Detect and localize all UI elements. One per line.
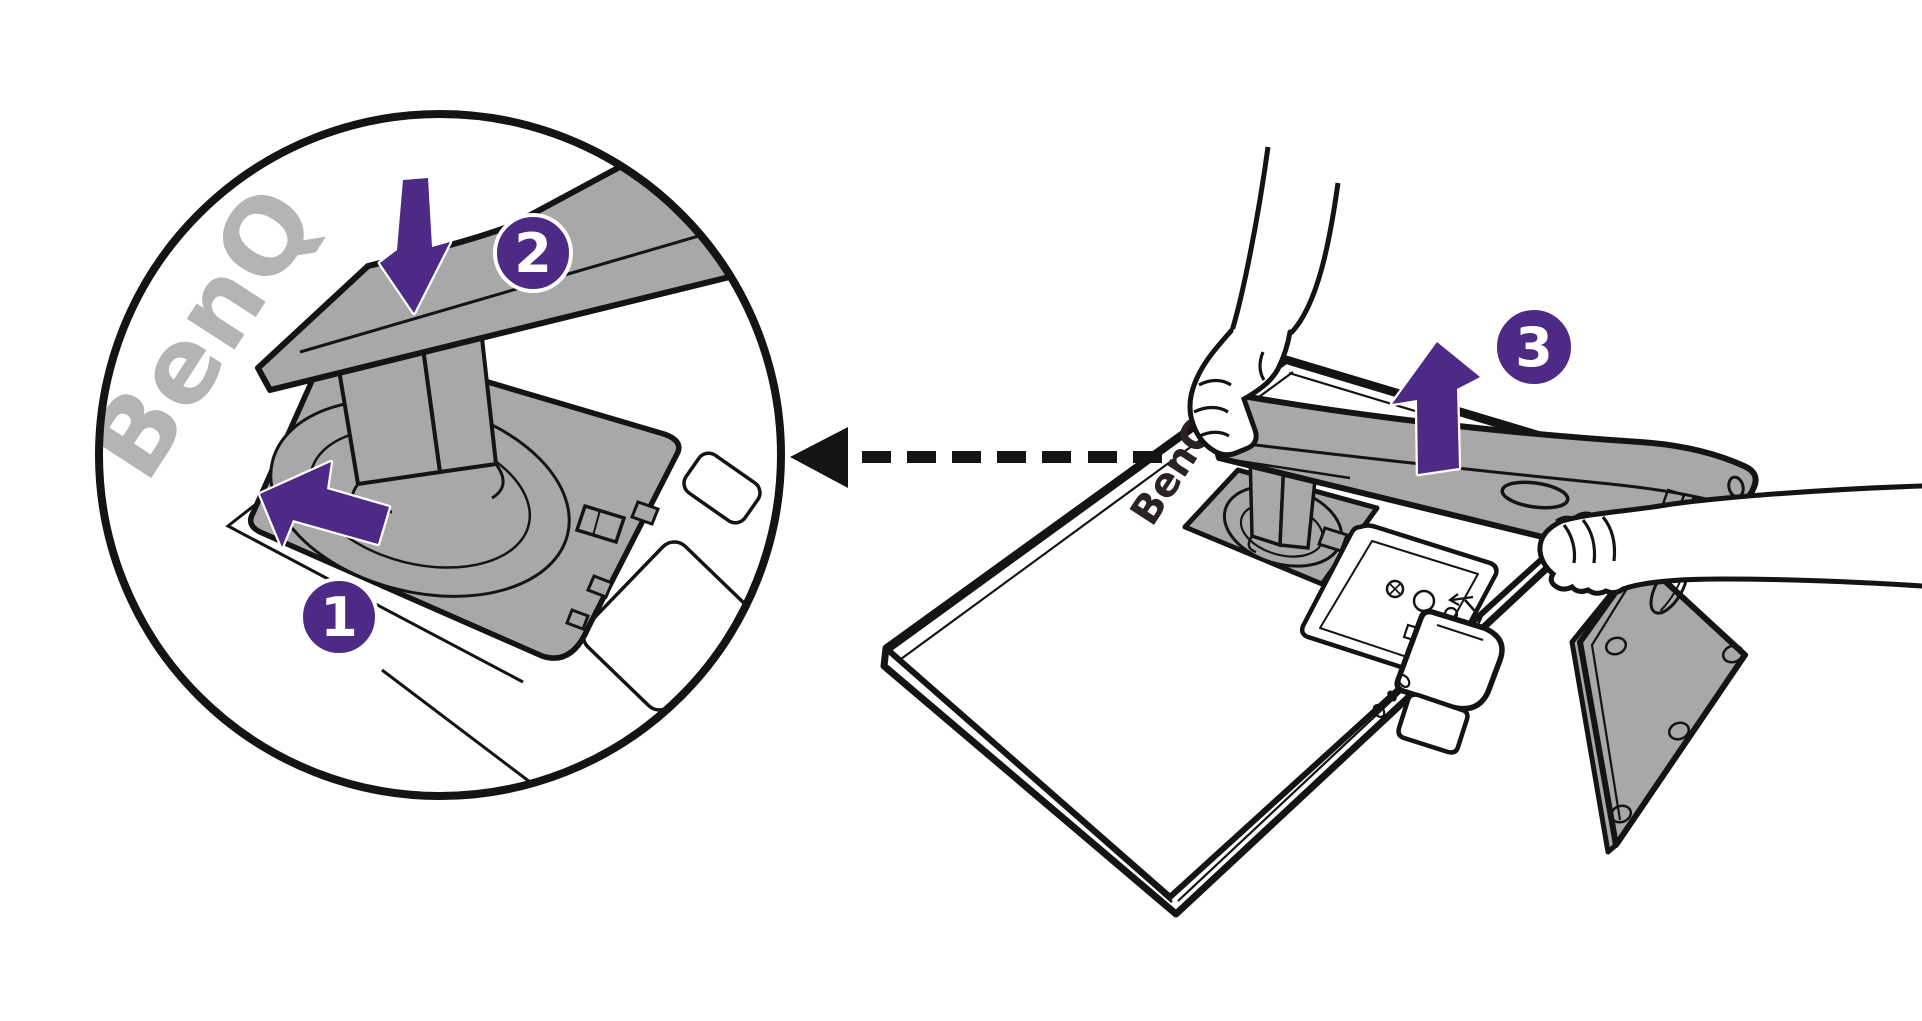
step-1-label: 1 (320, 586, 358, 649)
step-3-label: 3 (1515, 316, 1553, 379)
detail-circle-outline (95, 110, 785, 800)
plate-edge-notch (565, 608, 590, 631)
step-1-left-arrow-icon (257, 459, 392, 550)
base-plate-inner-line (1590, 573, 1637, 821)
finger-line (1562, 524, 1577, 564)
knuckle-line (1555, 515, 1573, 523)
thumb-line (1258, 351, 1266, 381)
step-3-up-arrow-icon (1389, 339, 1483, 477)
stand-column-flare (1247, 535, 1257, 554)
step-2-badge: 2 (493, 213, 573, 293)
corner-tab (1396, 692, 1470, 755)
arm-line (1228, 146, 1271, 335)
right-hand (1537, 483, 1922, 596)
arm-oval-recess (1500, 480, 1570, 510)
release-arrow-icon (1447, 593, 1474, 606)
base-screw-holes (1604, 636, 1745, 824)
knuckle-line (1575, 511, 1593, 518)
vent-dash (1467, 554, 1482, 562)
monitor-bezel-line (896, 659, 1173, 903)
side-ports (1372, 673, 1411, 719)
plate-edge-notch (630, 500, 660, 526)
monitor-illustration: BenQ (880, 146, 1922, 918)
hinge-cover-line (1436, 624, 1484, 641)
step-2-down-arrow-icon (377, 175, 453, 316)
arm-line (1289, 182, 1341, 335)
step-1-badge: 1 (299, 577, 379, 657)
detail-circle: BenQ (95, 110, 785, 800)
finger-line (1581, 518, 1597, 564)
left-hand (1187, 146, 1341, 458)
release-latch-detail (574, 503, 627, 545)
plate-edge-notch (586, 574, 614, 599)
step-2-label: 2 (514, 222, 552, 285)
screw-icon (1385, 579, 1405, 599)
screw-cross (1389, 583, 1401, 595)
step-3-badge: 3 (1493, 306, 1575, 388)
finger-line (1198, 378, 1232, 387)
sheet-outline (381, 668, 531, 784)
finger-line (1601, 515, 1617, 562)
finger-line (1199, 430, 1230, 438)
finger-line (1193, 405, 1229, 414)
monitor-bezel-line (1177, 504, 1601, 902)
back-recess-small (682, 451, 762, 525)
dashed-left-arrow-icon (790, 427, 1162, 488)
base-plate (1577, 555, 1748, 848)
